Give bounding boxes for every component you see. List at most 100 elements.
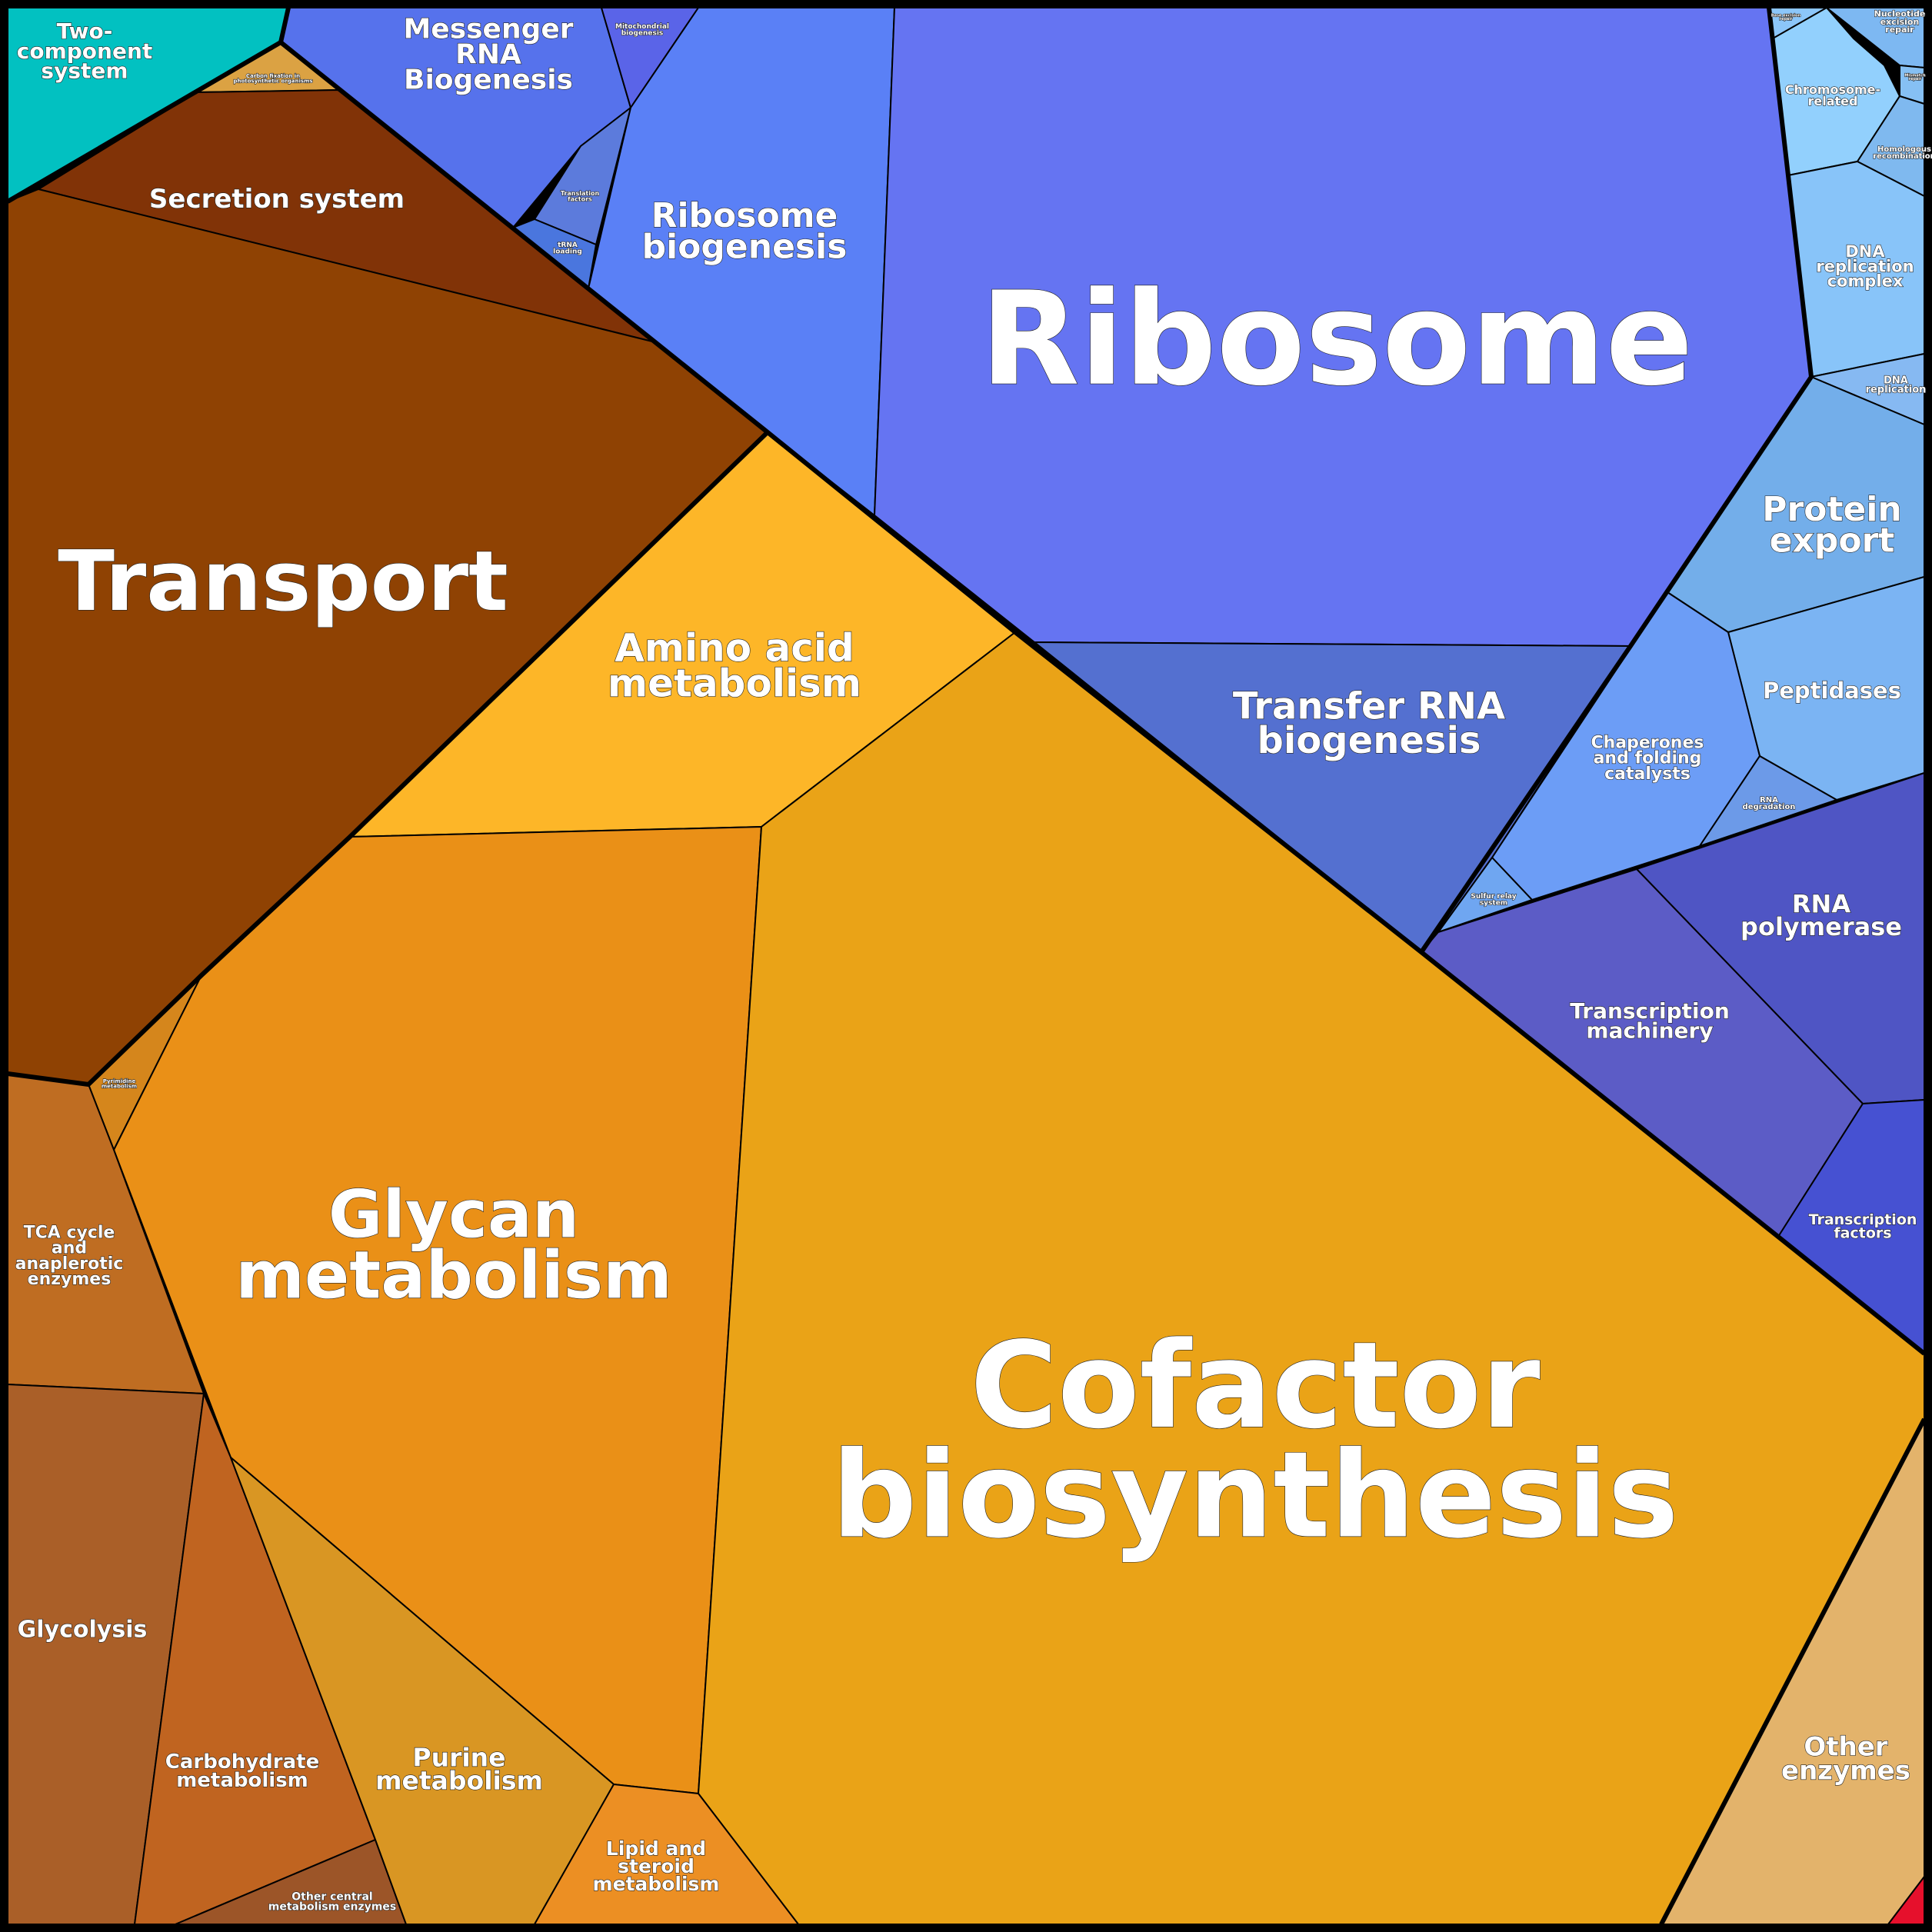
label-line: metabolism [102, 1084, 137, 1090]
label-line: Transfer RNA [1233, 685, 1505, 728]
label-line: steroid [618, 1855, 695, 1877]
label-line: Other [1804, 1731, 1887, 1762]
label-line: Chaperones [1591, 734, 1704, 753]
label-line: replication [1816, 257, 1914, 275]
label-line: machinery [1586, 1018, 1713, 1044]
label-line: RNA [1760, 796, 1778, 804]
label-line: RNA [455, 39, 521, 71]
label-line: Transport [58, 534, 508, 630]
border-other-enzymes [1659, 1417, 1927, 1926]
label-line: Purine [412, 1742, 505, 1772]
border-teal [6, 7, 291, 204]
label-line: Two- [57, 18, 113, 44]
label-line: biogenesis [621, 29, 664, 37]
label-line: Mitochondrial [615, 23, 669, 31]
label-line: Sulfur relay [1471, 893, 1516, 901]
label-line: Amino acid [615, 626, 854, 671]
top-level-borders [6, 7, 1927, 1926]
label-line: enzymes [28, 1270, 112, 1289]
label-line: Nucleotide [1874, 9, 1926, 19]
label-line: Messenger [403, 14, 573, 45]
label-line: Peptidases [1763, 678, 1901, 704]
label-line: metabolism enzymes [268, 1900, 396, 1913]
label-line: complex [1827, 272, 1904, 291]
label-line: Glycan [328, 1177, 579, 1254]
label-line: catalysts [1604, 764, 1690, 784]
label-line: repair [1885, 25, 1914, 35]
label-line: excision [1880, 17, 1920, 27]
label-line: Lipid and [606, 1837, 706, 1860]
label-line: and folding [1594, 749, 1702, 768]
label-line: Secretion system [149, 184, 405, 215]
label-line: RNA [1792, 890, 1850, 919]
label-line: and [52, 1239, 87, 1258]
cell-rna-degradation[interactable] [1699, 755, 1837, 847]
border-blue-vs-orange [279, 40, 1926, 1356]
label-line: repair [1909, 77, 1923, 82]
label-line: Biogenesis [404, 65, 573, 96]
label-line: factors [568, 196, 592, 203]
label-line: biogenesis [1257, 719, 1481, 762]
label-line: Chromosome- [1785, 82, 1880, 97]
label-line: Other central [291, 1891, 372, 1904]
cells-layer [7, 7, 1925, 1925]
label-line: DNA [1845, 242, 1885, 261]
label-line: metabolism [235, 1237, 671, 1314]
label-line: Carbon fixation in [246, 73, 300, 79]
label-line: system [1480, 899, 1507, 907]
label-line: enzymes [1781, 1756, 1910, 1787]
label-line: Homologous [1877, 145, 1931, 154]
label-line: metabolism [593, 1873, 720, 1895]
label-line: metabolism [375, 1766, 543, 1796]
label-line: repair [1780, 17, 1794, 22]
label-line: Protein [1762, 490, 1901, 529]
label-line: Transcription [1809, 1211, 1917, 1228]
label-line: biogenesis [642, 228, 848, 267]
label-line: Pyrimidine [103, 1078, 136, 1084]
label-line: Glycolysis [18, 1617, 148, 1644]
label-line: Cofactor [970, 1316, 1540, 1455]
border-transport-vs-metabolism [7, 430, 770, 1087]
label-line: replication [1866, 385, 1927, 396]
label-line: DNA [1884, 375, 1908, 387]
label-secretion-system: Secretion system [149, 184, 405, 215]
label-line: loading [553, 248, 582, 255]
label-line: photosynthetic organisms [233, 78, 312, 85]
label-line: recombination [1873, 152, 1932, 161]
label-line: related [1808, 94, 1858, 108]
label-glycolysis: Glycolysis [18, 1617, 148, 1644]
label-line: metabolism [176, 1769, 308, 1792]
label-line: factors [1834, 1224, 1891, 1241]
label-line: Transcription [1570, 998, 1730, 1024]
label-line: Mismatch [1904, 74, 1926, 78]
label-line: polymerase [1740, 912, 1902, 941]
label-line: degradation [1743, 803, 1796, 811]
label-line: Translation [561, 190, 600, 197]
